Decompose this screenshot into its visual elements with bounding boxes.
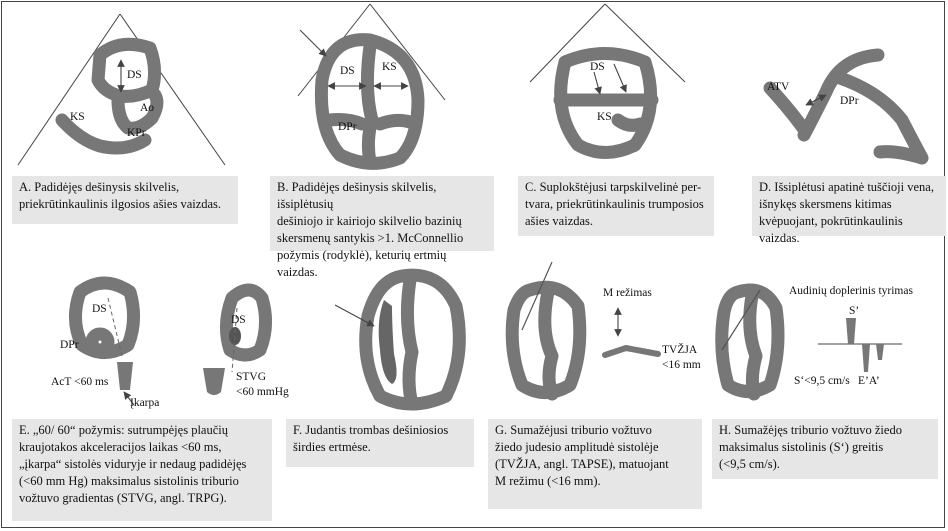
label-tvzja2: <16 mm [662, 359, 701, 371]
label-ds: DS [340, 65, 355, 77]
caption-f: F. Judantis trombas dešiniosios širdies … [286, 419, 474, 467]
label-kpr: KPr [127, 127, 146, 139]
label-dpr: DPr [840, 95, 859, 107]
caption-c: C. Suplokštėjusi tarpskilvelinė per- tva… [518, 176, 714, 236]
m-mode-trace [605, 348, 658, 355]
caption-e: E. „60/ 60“ požymis: sutrumpėjęs plaučių… [12, 419, 272, 521]
label-ds: DS [92, 303, 107, 315]
papillary [618, 120, 640, 125]
panel-d-drawing: ATV DPr [767, 55, 922, 158]
label-ao: Ao [140, 102, 154, 114]
label-mrezimas: M režimas [603, 287, 652, 299]
label-ikarpa: Įkarpa [130, 397, 159, 409]
panel-h-drawing: Audinių doplerinis tyrimas S’ E’A’ S‘<9,… [722, 285, 914, 394]
label-ks: KS [597, 111, 612, 123]
septum [407, 280, 412, 404]
mcconnell-arrow [300, 30, 326, 56]
label-ds: DS [127, 69, 142, 81]
caption-d: D. Išsiplėtusi apatinė tuščioji vena, iš… [752, 176, 946, 236]
caption-g: G. Sumažėjusi triburio vožtuvo žiedo jud… [488, 419, 702, 509]
caption-b: B. Padidėjęs dešinysis skilvelis, išsipl… [270, 176, 494, 251]
label-tvzja: TVŽJA [662, 342, 698, 356]
label-ea: E’A’ [858, 375, 880, 387]
label-ds: DS [590, 61, 605, 73]
septum [750, 296, 756, 394]
atrium-wall [840, 78, 922, 158]
label-s: S’ [849, 305, 859, 317]
label-atv: ATV [767, 81, 790, 93]
label-ks: KS [382, 61, 397, 73]
panel-a-drawing: DS KS Ao KPr [18, 14, 225, 165]
tr-doppler [203, 368, 225, 395]
label-tdi-title: Audinių doplerinis tyrimas [789, 285, 913, 297]
label-dpr: DPr [338, 121, 357, 133]
septum [545, 292, 552, 394]
panel-g-drawing: M režimas TVŽJA <16 mm [512, 262, 701, 394]
label-stvg2: <60 mmHg [236, 386, 289, 398]
ivc-wall-left [770, 88, 803, 128]
panel-c-drawing: DS KS [530, 4, 685, 153]
label-dpr: DPr [60, 339, 79, 351]
e-wave [862, 344, 870, 372]
panel-b-drawing: DS KS DPr [298, 4, 445, 163]
panel-f-drawing [335, 275, 459, 404]
caption-h: H. Sumažėjęs triburio vožtuvo žiedo maks… [712, 419, 938, 479]
label-ds2: DS [231, 314, 246, 326]
label-ks: KS [70, 111, 85, 123]
s-wave [846, 318, 856, 344]
a-wave [876, 344, 884, 360]
septum [367, 46, 372, 162]
panel-e-drawing: DS DPr AcT <60 ms Įkarpa DS STVG <60 mmH… [51, 283, 289, 409]
label-stvg: STVG [236, 371, 266, 383]
label-sval: S‘<9,5 cm/s [794, 375, 850, 387]
label-act: AcT <60 ms [51, 376, 109, 388]
caption-a: A. Padidėjęs dešinysis skilvelis, priekr… [12, 176, 238, 224]
pulmonary-doppler [117, 362, 133, 390]
